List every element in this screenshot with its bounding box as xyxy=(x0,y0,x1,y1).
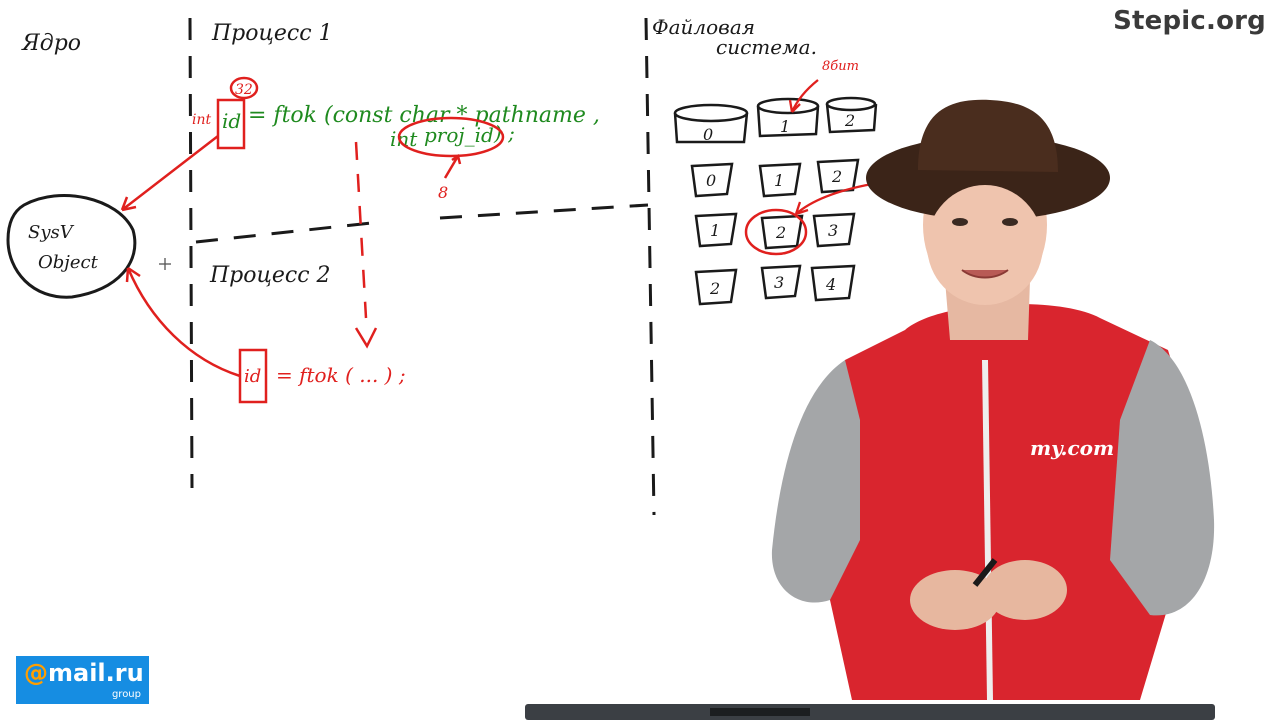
arrow-id2-to-sysv xyxy=(125,266,241,378)
bits-8-label: 8бит xyxy=(822,59,859,74)
shirt-logo: my.com xyxy=(1030,436,1114,460)
fs-blocks xyxy=(690,158,860,306)
arrow-id-to-sysv xyxy=(120,135,219,212)
dashed-link-to-fs xyxy=(439,203,649,220)
stepic-brand: Stepic.org xyxy=(1113,6,1266,36)
id-label: id xyxy=(222,109,241,133)
mailru-logo-name: mail.ru xyxy=(48,659,144,687)
divider-process1-process2 xyxy=(195,220,381,244)
disk-2: 2 xyxy=(844,111,855,130)
block-2-2: 4 xyxy=(825,275,836,294)
bits-32: 32 xyxy=(235,82,253,98)
kernel-label: Ядро xyxy=(21,31,81,56)
block-1-1: 2 xyxy=(775,223,786,242)
fs-label-line1: Файловая xyxy=(652,15,755,39)
ftok-arrowhead xyxy=(354,327,378,349)
mailru-group-logo: @mail.ru group xyxy=(16,656,149,704)
block-2-1: 3 xyxy=(774,273,784,292)
mailru-logo-main: @mail.ru xyxy=(24,660,149,686)
bits-32-circle xyxy=(229,76,259,100)
int-prefix: int xyxy=(192,112,211,128)
projid-circle xyxy=(397,116,505,158)
divider-process-fs xyxy=(644,17,656,516)
mailru-logo-sub: group xyxy=(111,689,141,700)
column-dividers xyxy=(188,17,656,516)
id2-label: id xyxy=(244,366,261,387)
laptop-keys xyxy=(710,708,810,716)
ftok-end: ) ; xyxy=(493,121,515,145)
presenter: my.com xyxy=(771,99,1215,701)
bits-8: 8 xyxy=(438,183,448,202)
presenter-eye-left xyxy=(952,218,968,226)
presenter-face-lower xyxy=(927,185,1043,305)
disk-0: 0 xyxy=(703,125,713,144)
presenter-right-sleeve xyxy=(1110,340,1215,616)
block-0-1: 1 xyxy=(774,171,784,190)
fs-label-line2: система. xyxy=(716,35,817,59)
projid-arrow xyxy=(443,153,462,179)
process1-label: Процесс 1 xyxy=(211,21,333,46)
divider-kernel-process xyxy=(188,17,194,489)
id-box xyxy=(216,98,246,150)
ftok-projid: proj_id xyxy=(424,123,494,147)
presenter-eye-right xyxy=(1002,218,1018,226)
sysv-object-blob xyxy=(6,193,137,299)
arrow-8bit xyxy=(788,79,819,113)
ftok-int: int xyxy=(390,127,418,151)
presenter-hand-right xyxy=(983,560,1067,620)
object-label: Object xyxy=(38,252,99,273)
ftok-call-line1: = ftok (const char * pathname , xyxy=(248,103,600,128)
laptop-edge xyxy=(525,704,1215,720)
presenter-marker xyxy=(972,558,998,587)
block-0-0: 0 xyxy=(706,171,716,190)
block-2-0: 2 xyxy=(709,279,720,298)
fs-disks xyxy=(673,96,878,144)
ftok-dashed-arrow xyxy=(354,141,368,319)
block-0-2: 2 xyxy=(831,167,842,186)
presenter-left-sleeve xyxy=(771,360,860,603)
mailru-logo-at: @ xyxy=(24,659,48,687)
block-1-0: 1 xyxy=(710,221,720,240)
block-1-2: 3 xyxy=(828,221,838,240)
presenter-zipper xyxy=(982,359,993,701)
arrow-to-selected-block xyxy=(794,182,873,216)
presenter-mouth xyxy=(961,269,1009,279)
sysv-label: SysV xyxy=(28,222,75,243)
process2-label: Процесс 2 xyxy=(209,263,331,288)
crosshair-cursor-icon xyxy=(159,258,171,270)
presenter-hat-crown xyxy=(918,99,1058,172)
disk-1: 1 xyxy=(780,117,790,136)
ftok2-call: = ftok ( ... ) ; xyxy=(276,363,406,387)
selected-block-circle xyxy=(744,208,808,256)
